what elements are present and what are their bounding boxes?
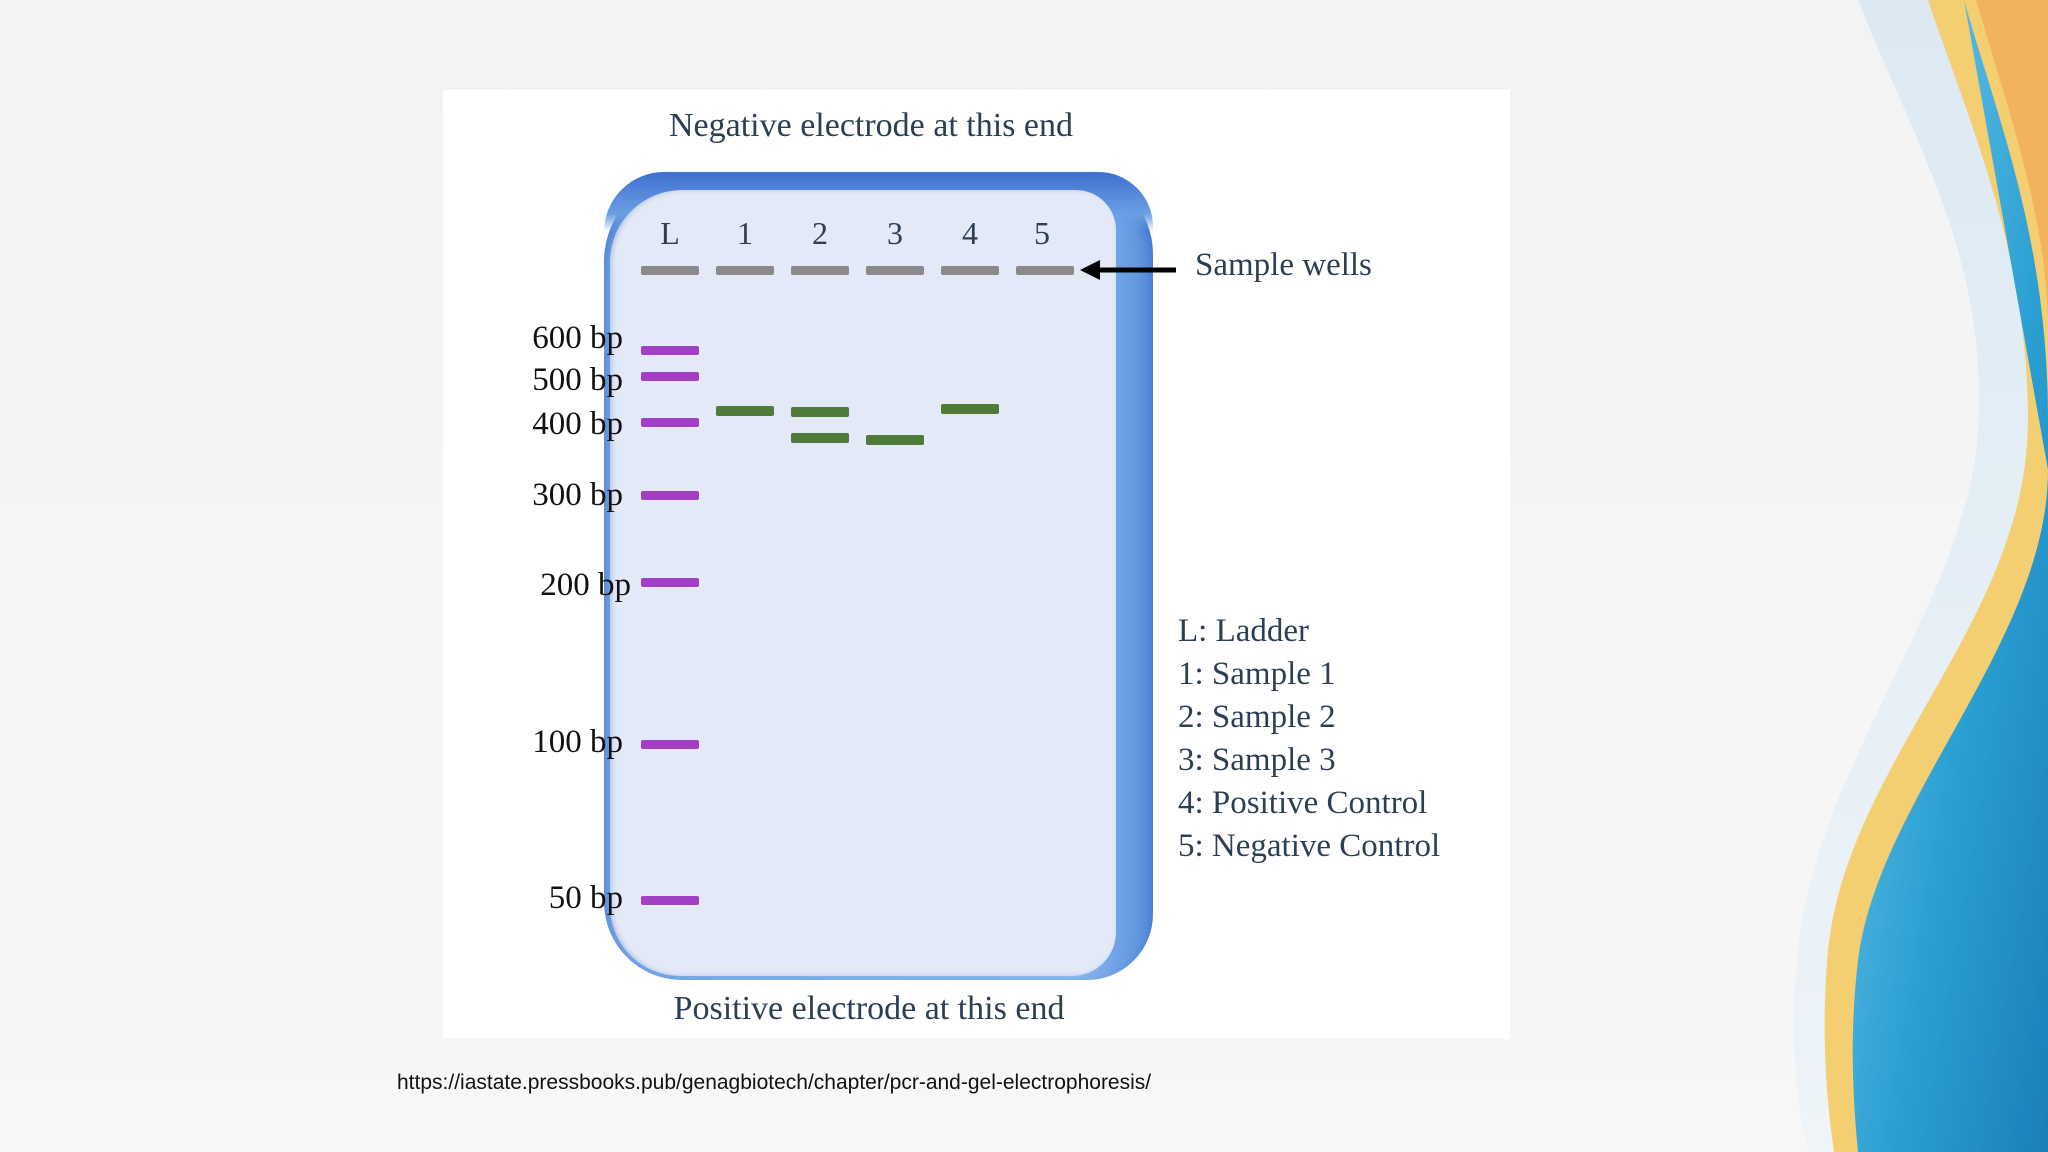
bp-label-50: 50 bp <box>548 880 623 916</box>
ladder-band-400 <box>641 418 699 427</box>
well-4 <box>941 266 999 275</box>
lane-label-2: 2 <box>812 215 828 251</box>
sample-2-band-lower <box>791 433 849 443</box>
lane-key: L: Ladder 1: Sample 1 2: Sample 2 3: Sam… <box>1178 610 1440 868</box>
ladder-band-200 <box>641 578 699 587</box>
well-1 <box>716 266 774 275</box>
well-2 <box>791 266 849 275</box>
positive-control-band <box>941 404 999 414</box>
well-ladder <box>641 266 699 275</box>
key-item-sample-3: 3: Sample 3 <box>1178 742 1336 778</box>
positive-electrode-label: Positive electrode at this end <box>673 990 1065 1027</box>
bp-label-600: 600 bp <box>532 320 623 356</box>
ladder-band-300 <box>641 491 699 500</box>
lane-label-ladder: L <box>660 215 680 251</box>
lane-label-1: 1 <box>737 215 753 251</box>
gel-electrophoresis-figure: Negative electrode at this end L 1 2 3 4… <box>443 90 1510 1038</box>
key-item-positive-control: 4: Positive Control <box>1178 785 1428 821</box>
bp-label-300: 300 bp <box>532 477 623 513</box>
decorative-wave <box>1793 0 2048 1152</box>
lane-label-5: 5 <box>1034 215 1050 251</box>
key-item-sample-1: 1: Sample 1 <box>1178 656 1336 692</box>
ladder-band-500 <box>641 372 699 381</box>
lane-label-4: 4 <box>962 215 978 251</box>
well-5 <box>1016 266 1074 275</box>
source-url: https://iastate.pressbooks.pub/genagbiot… <box>397 1071 1152 1094</box>
sample-3-band <box>866 435 924 445</box>
ladder-band-50 <box>641 896 699 905</box>
lane-label-3: 3 <box>887 215 903 251</box>
ladder-band-100 <box>641 740 699 749</box>
sample-wells-arrow <box>1080 260 1176 280</box>
well-3 <box>866 266 924 275</box>
key-item-ladder: L: Ladder <box>1178 613 1310 649</box>
sample-wells-label: Sample wells <box>1195 247 1372 283</box>
sample-2-band-upper <box>791 407 849 417</box>
bp-label-100: 100 bp <box>532 724 623 760</box>
key-item-sample-2: 2: Sample 2 <box>1178 699 1336 735</box>
negative-electrode-label: Negative electrode at this end <box>668 107 1074 144</box>
bp-label-500: 500 bp <box>532 362 623 398</box>
bp-label-400: 400 bp <box>532 406 623 442</box>
bp-label-200: 200 bp <box>540 567 631 603</box>
sample-1-band <box>716 406 774 416</box>
ladder-band-600 <box>641 346 699 355</box>
key-item-negative-control: 5: Negative Control <box>1178 828 1441 864</box>
